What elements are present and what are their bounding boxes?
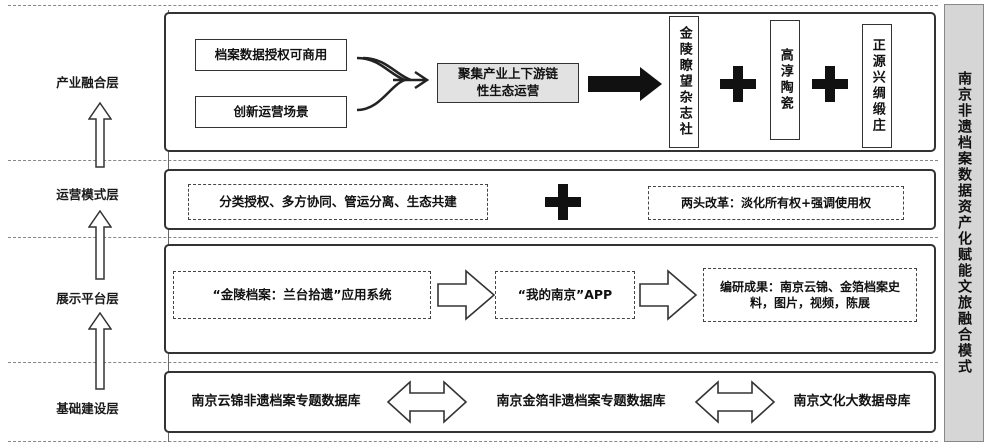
partner-zhengyuanxing-silk: 正源兴绸缎庄	[862, 24, 892, 148]
partner-gaochun-ceramics: 高淳陶瓷	[770, 20, 800, 140]
side-title: 南京非遗档案数据资产化赋能文旅融合模式	[956, 71, 972, 375]
plus-icon	[812, 66, 848, 102]
research-results-box: 编研成果：南京云锦、金箔档案史料，图片，视频，陈展	[703, 268, 917, 322]
partner-jinling-magazine: 金陵瞭望杂志社	[669, 16, 699, 148]
my-nanjing-app-box: “我的南京”APP	[495, 271, 635, 319]
separator-display-infra	[8, 362, 938, 363]
separator-top	[8, 5, 938, 6]
operation-mode-box: 分类授权、多方协同、管运分离、生态共建	[188, 184, 488, 220]
side-title-panel: 南京非遗档案数据资产化赋能文旅融合模式	[944, 4, 984, 442]
separator-bottom	[8, 441, 938, 442]
infrastructure-panel	[164, 371, 936, 433]
layer-label-industry: 产业融合层	[56, 75, 119, 90]
layer-label-infrastructure: 基础建设层	[56, 401, 119, 416]
up-arrow-icon	[88, 312, 112, 390]
ecosystem-hub-box: 聚集产业上下游链性生态运营	[437, 63, 579, 103]
plus-icon	[545, 184, 581, 220]
culture-big-data-label: 南京文化大数据母库	[793, 394, 911, 410]
reform-box: 两头改革：淡化所有权+强调使用权	[648, 186, 904, 220]
jinbo-database-label: 南京金箔非遗档案专题数据库	[496, 394, 666, 410]
authorization-box: 档案数据授权可商用	[195, 39, 347, 71]
innovation-scene-box: 创新运营场景	[195, 96, 347, 128]
jinling-archives-app-box: “金陵档案：兰台拾遗”应用系统	[173, 271, 431, 319]
up-arrow-icon	[88, 210, 112, 280]
separator-operation-display	[8, 237, 938, 238]
layer-label-display: 展示平台层	[56, 291, 119, 306]
layer-label-operation: 运营模式层	[56, 187, 119, 202]
yunjin-database-label: 南京云锦非遗档案专题数据库	[191, 394, 361, 410]
plus-icon	[720, 66, 756, 102]
up-arrow-icon	[88, 102, 112, 168]
separator-industry-operation	[8, 160, 938, 161]
